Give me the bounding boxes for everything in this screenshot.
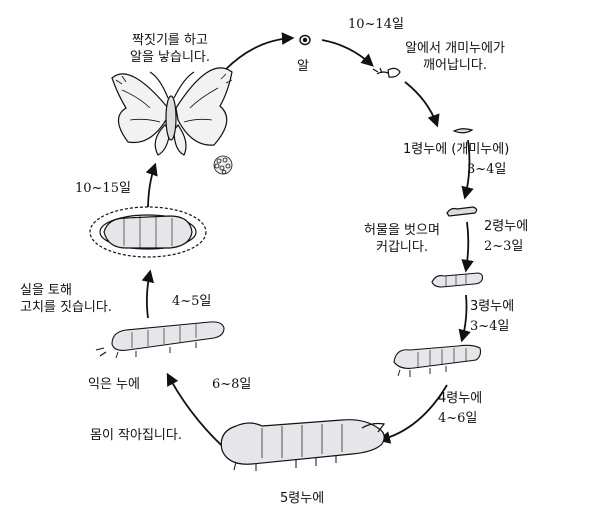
instar4-label: 4령누에 (438, 391, 483, 406)
arrow-mature-to-cocoon (141, 269, 155, 319)
arrow-hatch-to-instar1 (404, 81, 440, 128)
instar5-larva (220, 419, 386, 471)
instar2-days: 2~3일 (484, 239, 524, 254)
hatch-text: 알에서 개미누에가 깨어납니다. (380, 40, 530, 74)
instar4-larva (393, 344, 482, 377)
instar2-larva (446, 206, 478, 217)
moth-icon (111, 67, 233, 156)
instar1-days: 3~4일 (467, 162, 507, 177)
silkworm-icon (452, 128, 474, 134)
arrow-instar4-to-instar5 (377, 384, 448, 444)
arrow-instar2-to-instar3 (461, 221, 474, 273)
instar3-days: 3~4일 (470, 319, 510, 334)
arrow-instar3-to-instar4 (458, 294, 471, 343)
cocoon-text: 실을 토해 고치를 짓습니다. (20, 282, 112, 316)
mating-line1: 짝짓기를 하고 (132, 33, 208, 48)
instar5-label: 5령누에 (280, 491, 325, 506)
molt-line1: 허물을 벗으며 (364, 223, 440, 238)
egg-cluster-icon (213, 155, 233, 175)
cocoon-icon (89, 206, 207, 258)
mating-text: 짝짓기를 하고 알을 낳습니다. (110, 32, 230, 66)
hatch-line2: 깨어납니다. (423, 58, 487, 73)
mating-line2: 알을 낳습니다. (129, 50, 211, 65)
mature-label: 익은 누에 (88, 377, 140, 392)
arrow-moth-to-egg (224, 32, 295, 71)
instar2-label: 2령누에 (484, 219, 529, 234)
instar3-label: 3령누에 (470, 299, 515, 314)
cocoon-line2: 고치를 짓습니다. (20, 300, 112, 315)
egg-icon (299, 34, 311, 46)
arrow-egg-to-hatch (321, 39, 374, 67)
arrow-cocoon-to-moth (145, 162, 158, 211)
mature-days: 6~8일 (212, 377, 252, 392)
egg-days: 10~14일 (348, 17, 404, 32)
mature-larva (95, 321, 225, 359)
pupa-days: 10~15일 (75, 181, 131, 196)
instar3-larva (431, 272, 484, 288)
hatch-line1: 알에서 개미누에가 (405, 41, 505, 56)
shrink-text: 몸이 작아집니다. (90, 428, 182, 443)
cocoon-line1: 실을 토해 (20, 283, 72, 298)
cocoon-days: 4~5일 (172, 294, 212, 309)
egg-label: 알 (297, 59, 309, 74)
arrow-instar1-to-instar2 (461, 139, 474, 200)
instar4-days: 4~6일 (438, 411, 478, 426)
molt-text: 허물을 벗으며 커갑니다. (352, 222, 452, 256)
hatchling-icon (372, 67, 401, 78)
molt-line2: 커갑니다. (376, 240, 428, 255)
instar1-label: 1령누에 (개미누에) (403, 142, 510, 157)
